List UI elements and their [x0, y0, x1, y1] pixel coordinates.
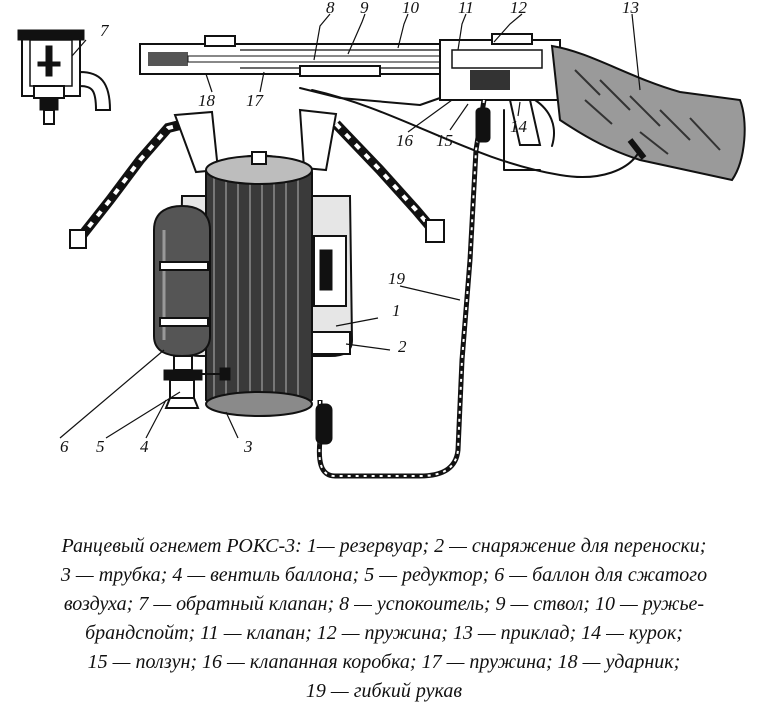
check-valve-inset: [17, 29, 112, 125]
flexible-hose: [315, 99, 491, 479]
callout-7: 7: [100, 21, 110, 40]
callout-3: 3: [243, 437, 253, 456]
callout-1: 1: [392, 301, 401, 320]
callout-10: 10: [402, 0, 420, 17]
callout-9: 9: [360, 0, 369, 17]
gun-assembly: [139, 33, 746, 182]
caption-line: 19 — гибкий рукав: [305, 680, 463, 702]
callout-17: 17: [246, 91, 265, 110]
callout-4: 4: [140, 437, 149, 456]
callout-5: 5: [96, 437, 105, 456]
flamethrower-diagram: 7 8 9 10 11 12 13 18 17 16 15 14 19 1 2 …: [17, 0, 746, 479]
caption-line: 3 — трубка; 4 — вентиль баллона; 5 — ред…: [60, 564, 708, 586]
callout-6: 6: [60, 437, 69, 456]
callout-12: 12: [510, 0, 528, 17]
callout-16: 16: [396, 131, 414, 150]
callout-13: 13: [622, 0, 639, 17]
callout-11: 11: [458, 0, 474, 17]
caption-line: Ранцевый огнемет РОКС-3: 1— резервуар; 2…: [61, 535, 707, 557]
figure-caption: Ранцевый огнемет РОКС-3: 1— резервуар; 2…: [10, 532, 758, 707]
callout-14: 14: [510, 117, 528, 136]
callout-19: 19: [388, 269, 406, 288]
caption-line: брандспойт; 11 — клапан; 12 — пружина; 1…: [85, 622, 683, 644]
reservoir: [205, 151, 313, 417]
caption-line: 15 — ползун; 16 — клапанная коробка; 17 …: [87, 651, 681, 673]
leader-lines: [59, 13, 641, 439]
callout-2: 2: [398, 337, 407, 356]
caption-line: воздуха; 7 — обратный клапан; 8 — успоко…: [63, 593, 705, 615]
callout-18: 18: [198, 91, 216, 110]
callout-8: 8: [326, 0, 335, 17]
callout-15: 15: [436, 131, 453, 150]
air-cylinder: [153, 204, 231, 409]
